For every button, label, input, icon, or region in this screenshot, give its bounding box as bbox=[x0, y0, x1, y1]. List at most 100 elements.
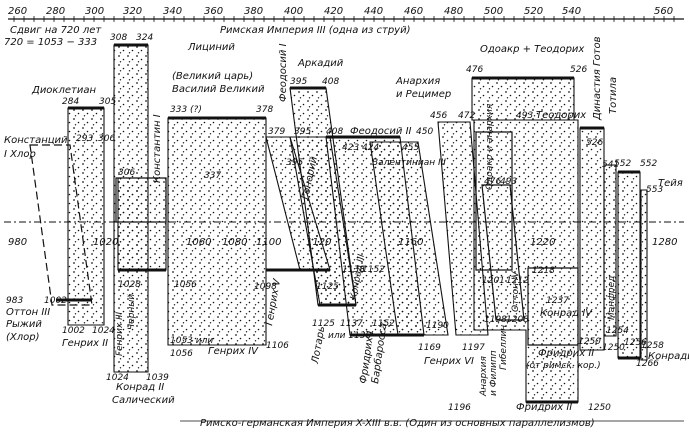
num-1125a: 1125 bbox=[316, 282, 339, 292]
mid-tick-label: 1020 bbox=[93, 237, 118, 248]
label-henry2: Генрих II bbox=[62, 338, 108, 349]
label-arcadius: Аркадий bbox=[297, 58, 344, 69]
top-tick-label: 300 bbox=[85, 6, 104, 17]
label-conradin: Конрадин bbox=[648, 351, 689, 362]
shift-formula: 720 = 1053 − 333 bbox=[4, 37, 97, 48]
num-1254: 1254 bbox=[606, 326, 629, 336]
num-1098: 1098 bbox=[254, 282, 277, 292]
num-1256: 1256 bbox=[624, 338, 647, 348]
num-1208: 1208 bbox=[506, 315, 529, 325]
label-anarchy: Анархия bbox=[395, 76, 440, 87]
reign-blocks bbox=[67, 44, 648, 403]
num-1137: 1137 bbox=[340, 319, 363, 329]
num-1250c: 1250 bbox=[602, 343, 625, 353]
num-1039: 1039 bbox=[146, 373, 169, 383]
num-1196: 1196 bbox=[448, 403, 471, 413]
outline-frederick2 bbox=[527, 267, 579, 346]
label-odoacer-anarchy: Одоакр и анархия bbox=[485, 103, 495, 190]
outline-constantine-ii bbox=[115, 177, 167, 223]
num-378: 378 bbox=[256, 105, 273, 115]
top-axis-title: Римская Империя III (одна из струй) bbox=[220, 25, 410, 36]
label-diocletian: Диоклетиан bbox=[31, 85, 96, 96]
num-1002a: 1002 bbox=[44, 296, 67, 306]
top-tick-label: 360 bbox=[204, 6, 223, 17]
german-numbers: 983 1002 1002 1024 1024 1028 1039 1053 и… bbox=[6, 265, 664, 413]
num-333: 333 (?) bbox=[170, 105, 202, 115]
num-541: 541 bbox=[602, 160, 619, 170]
num-450: 450 bbox=[416, 127, 433, 137]
num-408a: 408 bbox=[322, 77, 339, 87]
label-ghibellin: Гибеллин bbox=[499, 325, 509, 370]
label-teia: Тейя bbox=[658, 178, 683, 189]
label-otto3: Оттон III bbox=[6, 307, 50, 318]
num-1258: 1258 bbox=[641, 341, 664, 351]
num-1152b: 1152 bbox=[372, 319, 395, 329]
top-tick-label: 560 bbox=[654, 6, 673, 17]
num-455: 455 bbox=[402, 143, 419, 153]
label-anarchy-ph: Анархия bbox=[479, 356, 489, 397]
outline-constantius bbox=[29, 144, 93, 306]
label-licinius: Лициний bbox=[187, 42, 235, 53]
top-tick-label: 260 bbox=[8, 6, 27, 17]
num-395b: 395 bbox=[294, 127, 311, 137]
num-1169: 1169 bbox=[418, 343, 441, 353]
top-tick-label: 400 bbox=[284, 6, 303, 17]
bottom-axis-title: Римско-германская Империя X-XIII в.в. (О… bbox=[200, 418, 595, 429]
num-1106: 1106 bbox=[266, 341, 289, 351]
num-1138b: или 1138 bbox=[328, 331, 371, 341]
block-conradin bbox=[640, 189, 648, 361]
num-1250a: 1250 bbox=[578, 337, 601, 347]
label-henry3: Генрих III bbox=[115, 312, 125, 356]
num-1125b: 1125 bbox=[312, 319, 335, 329]
num-1218: 1218 bbox=[532, 266, 555, 276]
top-tick-label: 520 bbox=[524, 6, 543, 17]
label-theodosius2: Феодосий II bbox=[350, 126, 412, 137]
num-1138a: 1138 bbox=[342, 265, 365, 275]
num-306a: 306 bbox=[98, 134, 115, 144]
num-1266: 1266 bbox=[636, 359, 659, 369]
num-1053: 1053 или bbox=[170, 336, 213, 346]
reign-bars bbox=[56, 43, 640, 404]
top-tick-label: 460 bbox=[404, 6, 423, 17]
num-379: 379 bbox=[268, 127, 285, 137]
top-tick-label: 320 bbox=[123, 6, 142, 17]
label-theodoric: Теодорих bbox=[536, 110, 586, 121]
label-great-king: (Великий царь) bbox=[172, 71, 253, 82]
num-337: 337 bbox=[204, 171, 221, 181]
num-308: 308 bbox=[110, 33, 127, 43]
label-otto4: Оттон IV bbox=[511, 271, 521, 312]
num-395a: 395 bbox=[290, 77, 307, 87]
outline-blocks bbox=[29, 131, 579, 346]
num-395c: 395 bbox=[286, 158, 303, 168]
num-472: 472 bbox=[458, 111, 475, 121]
top-tick-label: 340 bbox=[163, 6, 182, 17]
num-1002b: 1002 bbox=[62, 326, 85, 336]
num-552a: 552 bbox=[614, 159, 631, 169]
mid-tick-label: 1100 bbox=[256, 237, 281, 248]
num-526a: 526 bbox=[570, 65, 587, 75]
label-frederick2: Фридрих II bbox=[516, 402, 572, 413]
num-1250b: 1250 bbox=[588, 403, 611, 413]
top-tick-label: 420 bbox=[324, 6, 343, 17]
num-493a: 493 bbox=[500, 177, 517, 187]
num-1212: 1212 bbox=[506, 276, 529, 286]
label-goth: Династия Готов bbox=[592, 36, 603, 121]
label-otto3-2: Рыжий bbox=[6, 319, 42, 330]
num-324: 324 bbox=[136, 33, 153, 43]
top-tick-label: 380 bbox=[244, 6, 263, 17]
block-totila bbox=[603, 164, 617, 337]
label-frederick2b: Фридрих II bbox=[538, 348, 594, 359]
num-526b: 526 bbox=[586, 138, 603, 148]
label-odoacer: Одоакр + Теодорих bbox=[480, 44, 584, 55]
label-manfred: Манфред bbox=[607, 276, 617, 320]
num-1056b: 1056 bbox=[174, 280, 197, 290]
top-tick-label: 480 bbox=[444, 6, 463, 17]
num-1198: 1198 bbox=[484, 315, 507, 325]
outline-odoacer-anarchy bbox=[475, 131, 513, 271]
num-1024a: 1024 bbox=[92, 326, 115, 336]
num-1237: 1237 bbox=[546, 296, 569, 306]
mid-tick-label: 1280 bbox=[652, 237, 677, 248]
label-basil: Василий Великий bbox=[172, 84, 265, 95]
